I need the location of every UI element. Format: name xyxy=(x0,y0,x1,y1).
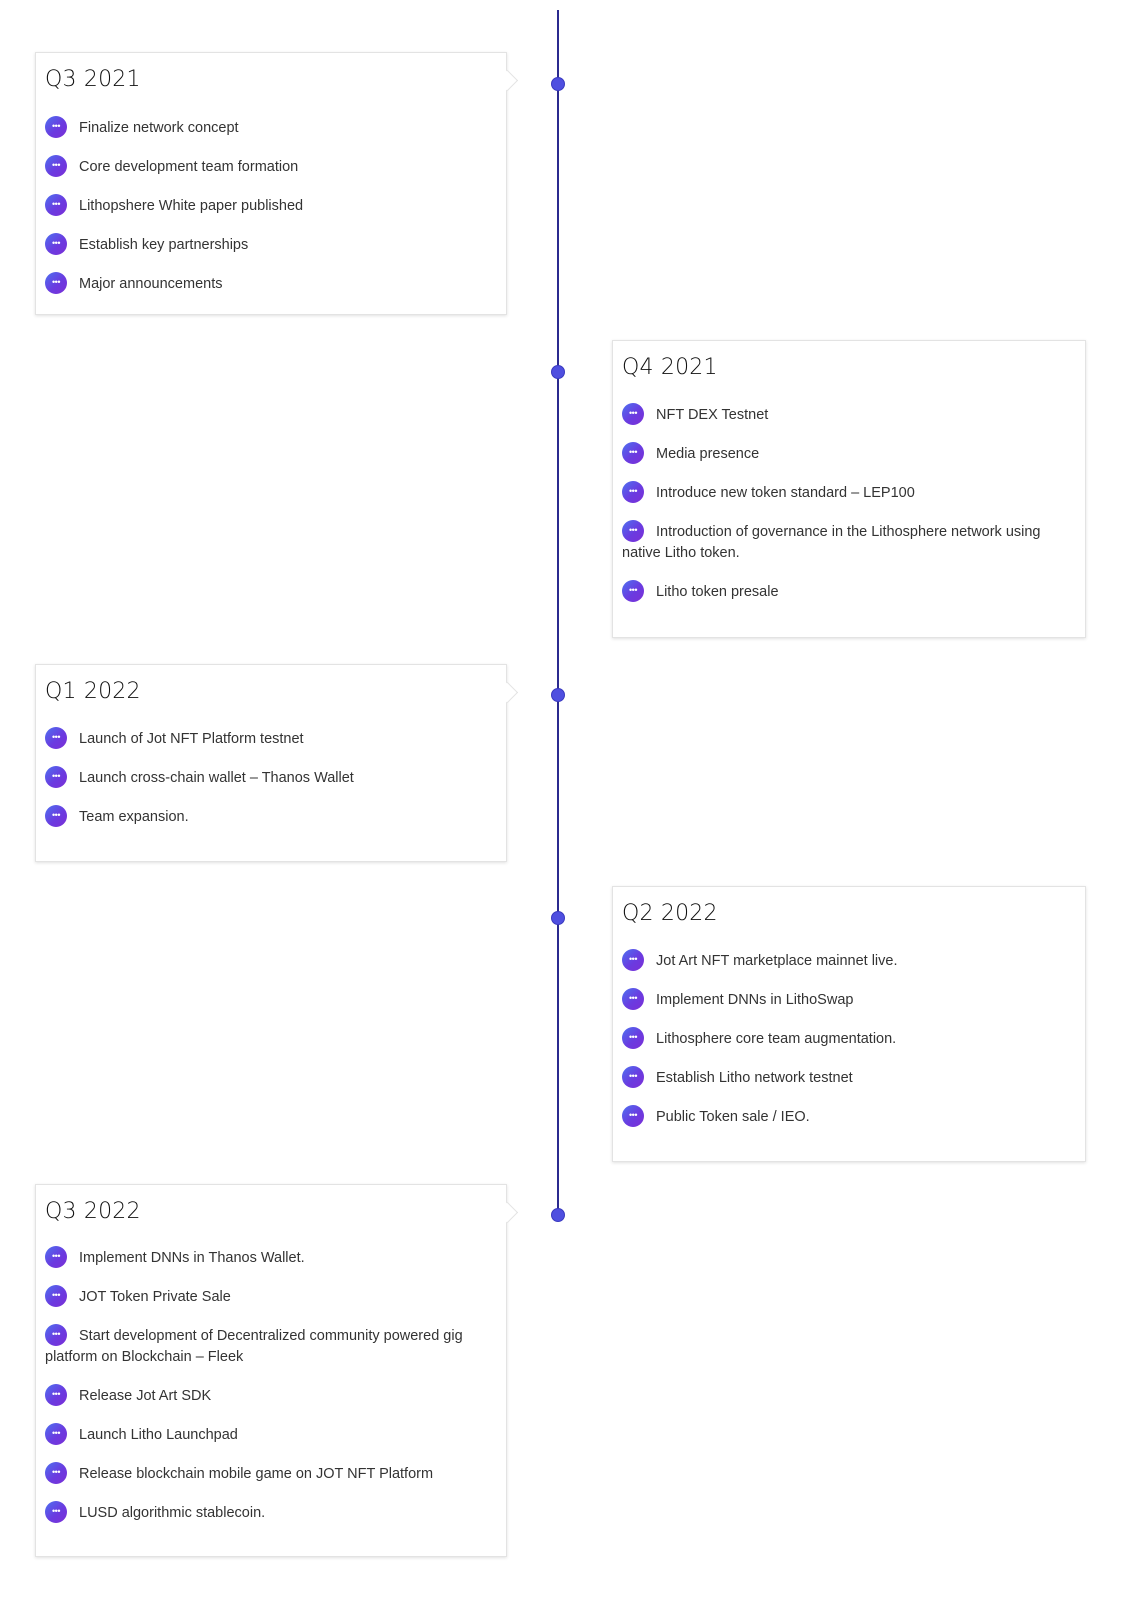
ellipsis-circle-icon xyxy=(45,116,67,138)
card-pointer xyxy=(496,1201,519,1224)
timeline-dot xyxy=(551,1208,565,1222)
ellipsis-circle-icon xyxy=(622,988,644,1010)
timeline-dot xyxy=(551,911,565,925)
list-item: Lithopshere White paper published xyxy=(45,194,486,217)
ellipsis-circle-icon xyxy=(45,805,67,827)
roadmap-card-q1-2022: Q1 2022 Launch of Jot NFT Platform testn… xyxy=(35,664,519,862)
ellipsis-circle-icon xyxy=(622,403,644,425)
roadmap-card-q3-2021: Q3 2021 Finalize network concept Core de… xyxy=(35,52,519,315)
list-item: Media presence xyxy=(622,442,1065,465)
list-item: Major announcements xyxy=(45,272,486,295)
list-item: NFT DEX Testnet xyxy=(622,403,1065,426)
list-item: Public Token sale / IEO. xyxy=(622,1105,1065,1128)
list-item: Implement DNNs in LithoSwap xyxy=(622,988,1065,1011)
card-title: Q3 2022 xyxy=(45,1199,141,1224)
ellipsis-circle-icon xyxy=(45,272,67,294)
card-title: Q2 2022 xyxy=(622,901,718,926)
ellipsis-circle-icon xyxy=(45,1324,67,1346)
card-pointer xyxy=(496,69,519,92)
timeline-line xyxy=(557,10,559,1218)
list-item: Launch of Jot NFT Platform testnet xyxy=(45,727,486,750)
roadmap-card-q3-2022: Q3 2022 Implement DNNs in Thanos Wallet.… xyxy=(35,1184,519,1557)
roadmap-card-q4-2021: Q4 2021 NFT DEX Testnet Media presence I… xyxy=(612,340,1086,638)
list-item: Introduce new token standard – LEP100 xyxy=(622,481,1065,504)
ellipsis-circle-icon xyxy=(622,1105,644,1127)
list-item: Launch cross-chain wallet – Thanos Walle… xyxy=(45,766,486,789)
list-item: JOT Token Private Sale xyxy=(45,1285,486,1308)
list-item: Implement DNNs in Thanos Wallet. xyxy=(45,1246,486,1269)
roadmap-card-q2-2022: Q2 2022 Jot Art NFT marketplace mainnet … xyxy=(612,886,1086,1162)
list-item: Jot Art NFT marketplace mainnet live. xyxy=(622,949,1065,972)
list-item: Establish Litho network testnet xyxy=(622,1066,1065,1089)
ellipsis-circle-icon xyxy=(622,442,644,464)
list-item: Start development of Decentralized commu… xyxy=(45,1324,466,1368)
list-item: LUSD algorithmic stablecoin. xyxy=(45,1501,486,1524)
list-item: Core development team formation xyxy=(45,155,486,178)
list-item: Release Jot Art SDK xyxy=(45,1384,486,1407)
ellipsis-circle-icon xyxy=(622,1027,644,1049)
ellipsis-circle-icon xyxy=(45,233,67,255)
card-pointer xyxy=(496,681,519,704)
ellipsis-circle-icon xyxy=(45,155,67,177)
card-title: Q4 2021 xyxy=(622,355,718,380)
list-item: Litho token presale xyxy=(622,580,1065,603)
ellipsis-circle-icon xyxy=(45,1285,67,1307)
ellipsis-circle-icon xyxy=(45,1462,67,1484)
ellipsis-circle-icon xyxy=(45,1384,67,1406)
ellipsis-circle-icon xyxy=(622,1066,644,1088)
ellipsis-circle-icon xyxy=(622,580,644,602)
ellipsis-circle-icon xyxy=(45,194,67,216)
timeline-dot xyxy=(551,688,565,702)
list-item: Launch Litho Launchpad xyxy=(45,1423,486,1446)
ellipsis-circle-icon xyxy=(45,766,67,788)
card-title: Q3 2021 xyxy=(45,67,141,92)
list-item: Introduction of governance in the Lithos… xyxy=(622,520,1045,564)
ellipsis-circle-icon xyxy=(45,727,67,749)
ellipsis-circle-icon xyxy=(622,520,644,542)
card-title: Q1 2022 xyxy=(45,679,141,704)
list-item: Team expansion. xyxy=(45,805,486,828)
ellipsis-circle-icon xyxy=(622,481,644,503)
ellipsis-circle-icon xyxy=(45,1246,67,1268)
ellipsis-circle-icon xyxy=(45,1423,67,1445)
list-item: Finalize network concept xyxy=(45,116,486,139)
ellipsis-circle-icon xyxy=(45,1501,67,1523)
list-item: Establish key partnerships xyxy=(45,233,486,256)
timeline-dot xyxy=(551,365,565,379)
timeline-dot xyxy=(551,77,565,91)
list-item: Lithosphere core team augmentation. xyxy=(622,1027,1065,1050)
list-item: Release blockchain mobile game on JOT NF… xyxy=(45,1462,486,1485)
ellipsis-circle-icon xyxy=(622,949,644,971)
